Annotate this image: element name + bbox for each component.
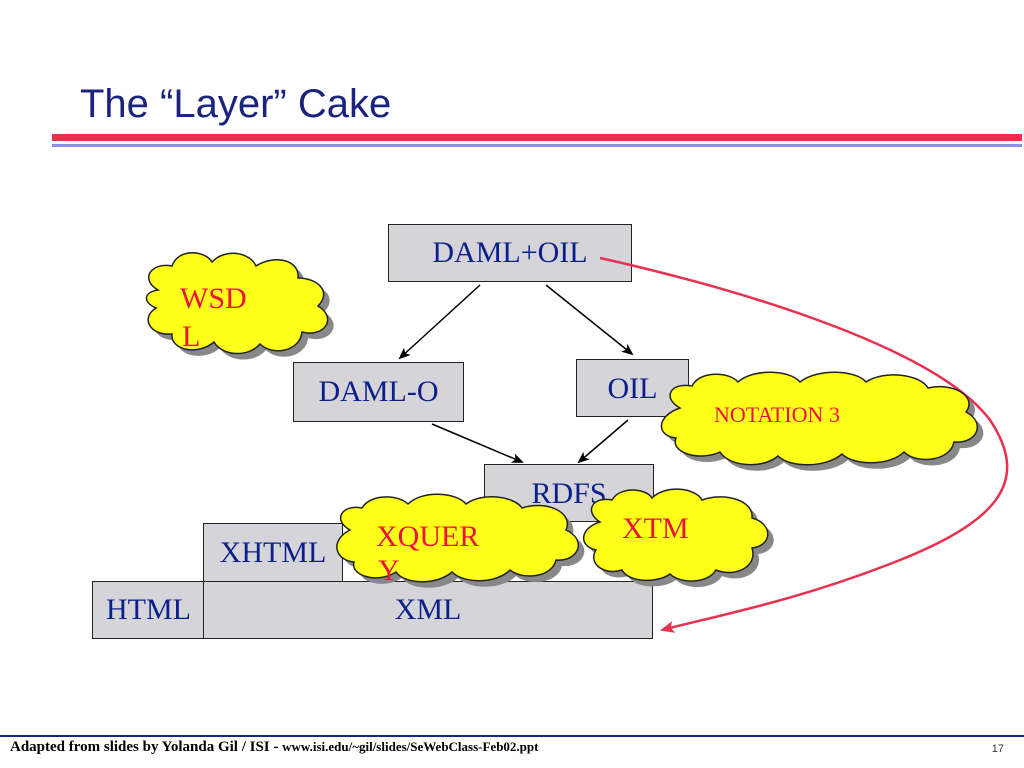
cloud-notation3-label: NOTATION 3 xyxy=(714,402,840,427)
arrow-daml-oil-to-daml-o xyxy=(398,284,481,360)
footer-credit: Adapted from slides by Yolanda Gil / ISI… xyxy=(10,739,538,756)
box-rdfs-label: RDFS xyxy=(531,477,607,510)
arrow-daml-o-to-rdfs xyxy=(431,423,524,463)
title-underline-blue xyxy=(52,144,1022,147)
footer-source-url: www.isi.edu/~gil/slides/SeWebClass-Feb02… xyxy=(282,739,539,754)
cloud-wsdl: WSD L xyxy=(145,252,334,360)
title-underline-red xyxy=(52,134,1022,141)
box-xml: XML xyxy=(203,581,653,639)
box-daml-o-label: DAML-O xyxy=(318,375,439,408)
box-oil-label: OIL xyxy=(607,372,658,405)
arrow-oil-to-rdfs xyxy=(577,419,629,464)
red-curved-arrow xyxy=(599,256,1009,633)
cloud-wsdl-line1: WSD xyxy=(180,282,247,315)
box-xhtml: XHTML xyxy=(203,523,343,583)
cloud-wsdl-line2: L xyxy=(182,320,200,353)
cloud-xquery-line1: XQUER xyxy=(376,520,479,553)
box-html-label: HTML xyxy=(106,593,191,626)
page-number: 17 xyxy=(991,743,1004,755)
footer-divider xyxy=(0,735,1024,737)
box-xml-label: XML xyxy=(394,593,462,626)
box-html: HTML xyxy=(92,581,205,639)
arrow-daml-oil-to-oil xyxy=(545,284,634,356)
slide-title: The “Layer” Cake xyxy=(80,82,392,126)
box-daml-oil: DAML+OIL xyxy=(388,224,632,282)
box-daml-oil-label: DAML+OIL xyxy=(432,236,588,269)
footer-credit-text: Adapted from slides by Yolanda Gil / ISI… xyxy=(10,739,283,755)
box-daml-o: DAML-O xyxy=(293,362,464,422)
box-xhtml-label: XHTML xyxy=(219,536,327,569)
cloud-notation3: NOTATION 3 xyxy=(660,371,984,471)
box-rdfs: RDFS xyxy=(484,464,654,522)
box-oil: OIL xyxy=(576,359,689,417)
